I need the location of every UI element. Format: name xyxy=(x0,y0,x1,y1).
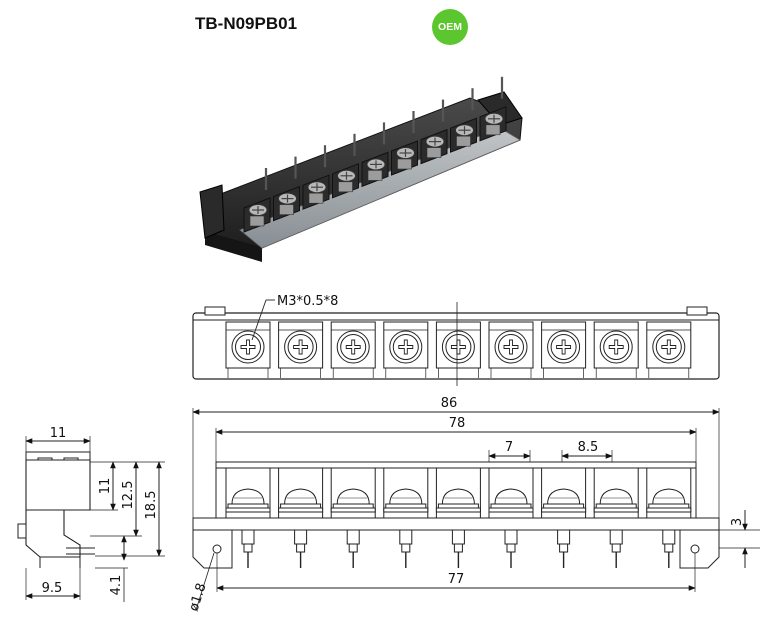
photo-terminal-unit xyxy=(332,133,359,199)
terminal-cell-top xyxy=(435,321,481,378)
terminal-cell-top xyxy=(330,321,376,378)
photo-terminal-unit xyxy=(302,145,330,210)
side-dim-11-height: 11 xyxy=(98,478,113,495)
solder-pin-icon xyxy=(609,529,623,568)
solder-pin-icon xyxy=(557,529,571,568)
screw-head-icon xyxy=(284,330,318,364)
solder-pin-icon xyxy=(241,529,255,568)
dim-86: 86 xyxy=(441,396,458,411)
solder-pin-icon xyxy=(399,529,413,568)
terminal-cell-front xyxy=(541,468,587,518)
dim-8-5: 8.5 xyxy=(578,440,599,455)
top-view: M3*0.5*8 xyxy=(192,294,720,386)
terminal-cell-front xyxy=(488,468,534,518)
side-dim-12-5: 12.5 xyxy=(121,481,136,510)
screw-dome-icon xyxy=(435,488,481,513)
screw-dome-icon xyxy=(278,488,324,513)
terminal-cell-top xyxy=(278,321,324,378)
photo-terminal-unit xyxy=(273,156,300,222)
terminal-cell-front xyxy=(225,468,271,518)
photo-terminal-unit xyxy=(391,111,418,176)
dim-3: 3 xyxy=(730,518,745,526)
screw-head-icon xyxy=(336,330,370,364)
screw-head-icon xyxy=(547,330,581,364)
screw-dome-icon xyxy=(646,488,692,513)
dim-78: 78 xyxy=(449,416,466,431)
side-dim-18-5: 18.5 xyxy=(144,491,159,520)
photo-terminal-unit xyxy=(243,168,271,233)
terminal-cell-top xyxy=(541,321,587,378)
solder-pin-icon xyxy=(504,529,518,568)
photo-terminal-unit xyxy=(420,99,448,165)
screw-dome-icon xyxy=(541,488,587,513)
photo-terminal-unit xyxy=(361,122,389,188)
terminal-cell-top xyxy=(383,321,429,378)
screw-head-icon xyxy=(652,330,686,364)
terminal-cell-front xyxy=(383,468,429,518)
screw-dome-icon xyxy=(225,488,271,513)
side-dim-11-width: 11 xyxy=(50,426,67,441)
product-photo xyxy=(199,76,523,262)
screw-dome-icon xyxy=(383,488,429,513)
screw-head-icon xyxy=(231,330,265,364)
oem-badge: OEM xyxy=(432,9,468,45)
terminal-cell-front xyxy=(330,468,376,518)
dim-7: 7 xyxy=(505,440,513,455)
photo-terminal-unit xyxy=(479,76,507,142)
solder-pin-icon xyxy=(294,529,308,568)
screw-head-icon xyxy=(389,330,423,364)
screw-spec-label: M3*0.5*8 xyxy=(277,294,338,309)
terminal-cell-top xyxy=(225,321,271,378)
side-dim-4-1: 4.1 xyxy=(109,575,124,596)
screw-dome-icon xyxy=(593,488,639,513)
screw-head-icon xyxy=(441,330,475,364)
terminal-cell-front xyxy=(278,468,324,518)
screw-dome-icon xyxy=(488,488,534,513)
terminal-cell-front xyxy=(593,468,639,518)
solder-pin-icon xyxy=(451,529,465,568)
dim-77: 77 xyxy=(448,572,465,587)
front-view: 86 78 7 8.5 3 xyxy=(187,396,760,613)
terminal-cell-top xyxy=(593,321,639,378)
screw-head-icon xyxy=(494,330,528,364)
side-dim-9-5: 9.5 xyxy=(42,581,63,596)
solder-pin-icon xyxy=(662,529,676,568)
screw-head-icon xyxy=(599,330,633,364)
terminal-cell-front xyxy=(646,468,692,518)
part-number-title: TB-N09PB01 xyxy=(195,14,298,33)
dim-hole-diameter: ø1.8 xyxy=(187,581,210,613)
solder-pin-icon xyxy=(346,529,360,568)
terminal-cell-top xyxy=(646,321,692,378)
photo-terminal-unit xyxy=(450,88,477,153)
screw-dome-icon xyxy=(330,488,376,513)
terminal-cell-front xyxy=(435,468,481,518)
side-view: 11 9.5 11 12.5 18.5 4.1 xyxy=(17,426,165,602)
terminal-cell-top xyxy=(488,321,534,378)
